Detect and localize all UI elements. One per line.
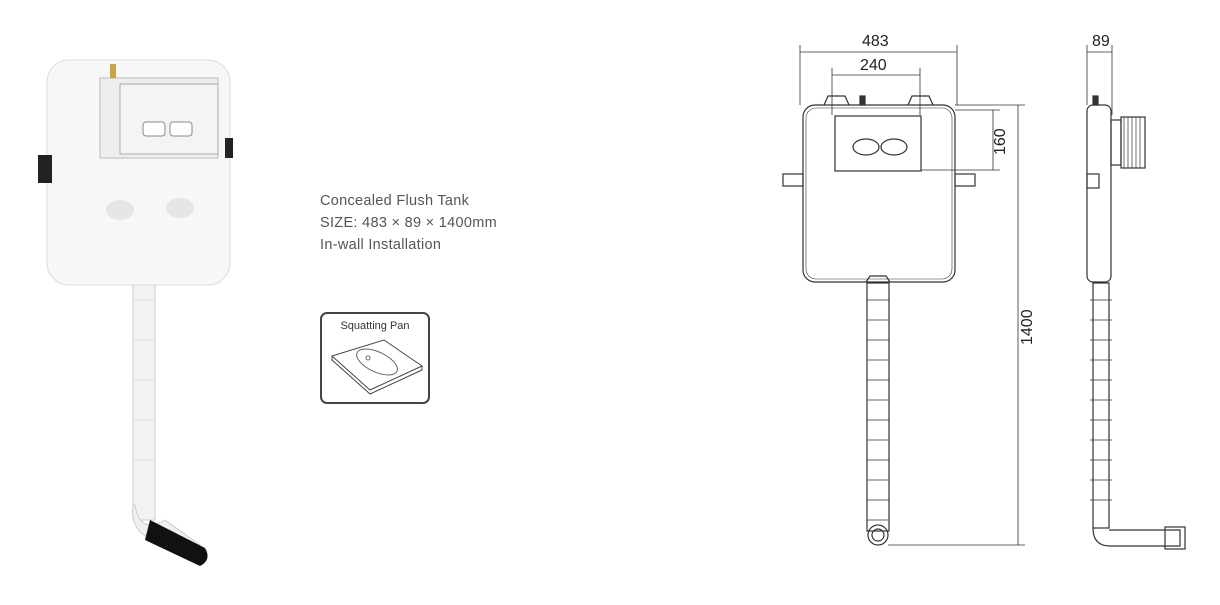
dim-plate-width: 240 <box>860 57 887 74</box>
side-view-drawing <box>1086 45 1186 550</box>
squatting-pan-icon <box>331 339 424 395</box>
product-name: Concealed Flush Tank <box>320 193 470 209</box>
dim-depth: 89 <box>1092 33 1110 50</box>
dim-height: 1400 <box>1019 309 1036 345</box>
squatting-pan-badge: Squatting Pan <box>320 312 430 404</box>
product-installation: In-wall Installation <box>320 237 442 253</box>
dim-plate-height: 160 <box>992 128 1009 155</box>
dim-width: 483 <box>862 33 889 50</box>
front-view-drawing <box>782 45 1025 546</box>
badge-label: Squatting Pan <box>340 320 410 332</box>
product-size: SIZE: 483 × 89 × 1400mm <box>320 215 497 231</box>
product-photo <box>38 59 233 566</box>
